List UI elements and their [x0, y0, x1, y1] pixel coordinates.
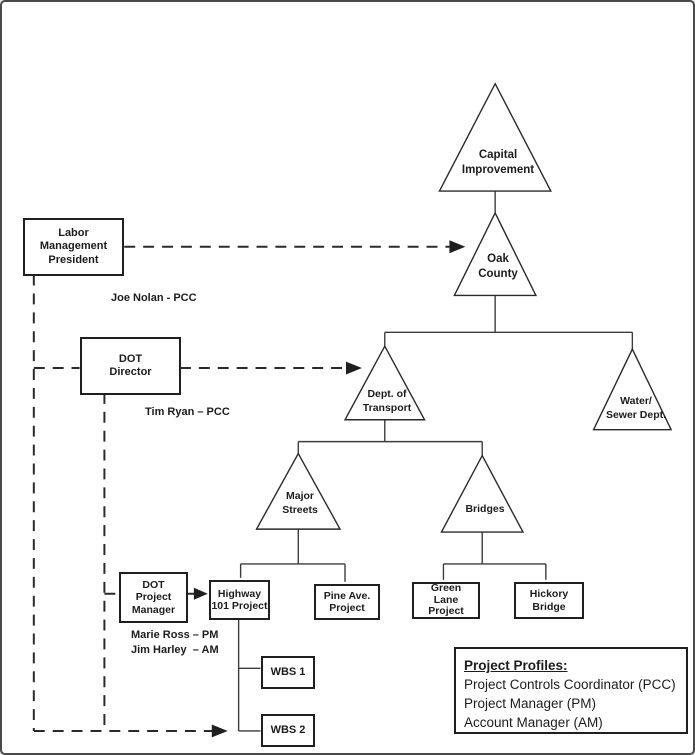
annotation-joe-nolan: Joe Nolan - PCC [111, 292, 197, 304]
highway-101-project-box: Highway 101 Project [209, 580, 270, 620]
triangle-shapes [255, 82, 673, 533]
pine-ave-project-box: Pine Ave. Project [314, 584, 380, 620]
arrowhead-oak-county [449, 240, 466, 254]
dashed-connector-lines [32, 245, 450, 732]
green-lane-project-box: Green Lane Project [412, 582, 480, 619]
arrowhead-dept-transport [346, 361, 362, 375]
annotation-marie-jim: Marie Ross – PM Jim Harley – AM [131, 629, 219, 656]
dept-of-transport-triangle [343, 344, 426, 421]
arrowhead-wbs2 [211, 724, 228, 738]
wbs-1-box: WBS 1 [261, 656, 315, 689]
bridges-triangle [440, 454, 525, 533]
solid-connector-lines [237, 191, 634, 732]
arrowhead-highway [193, 587, 208, 600]
legend-item-am: Account Manager (AM) [464, 715, 603, 730]
dot-project-manager-box: DOT Project Manager [119, 572, 188, 623]
capital-improvement-triangle [438, 82, 552, 192]
legend-title: Project Profiles: [464, 658, 568, 673]
oak-county-triangle [453, 211, 538, 297]
arrowheads [193, 240, 466, 738]
legend-item-pm: Project Manager (PM) [464, 696, 597, 711]
annotation-tim-ryan: Tim Ryan – PCC [145, 406, 230, 418]
water-sewer-triangle [592, 347, 673, 431]
dot-director-box: DOT Director [80, 337, 181, 395]
labor-management-president-box: Labor Management President [23, 218, 124, 276]
major-streets-triangle [255, 452, 342, 530]
legend-item-pcc: Project Controls Coordinator (PCC) [464, 677, 676, 692]
wbs-2-box: WBS 2 [261, 714, 315, 747]
project-profiles-legend: Project Profiles: Project Controls Coord… [454, 647, 688, 734]
hickory-bridge-box: Hickory Bridge [514, 582, 584, 619]
